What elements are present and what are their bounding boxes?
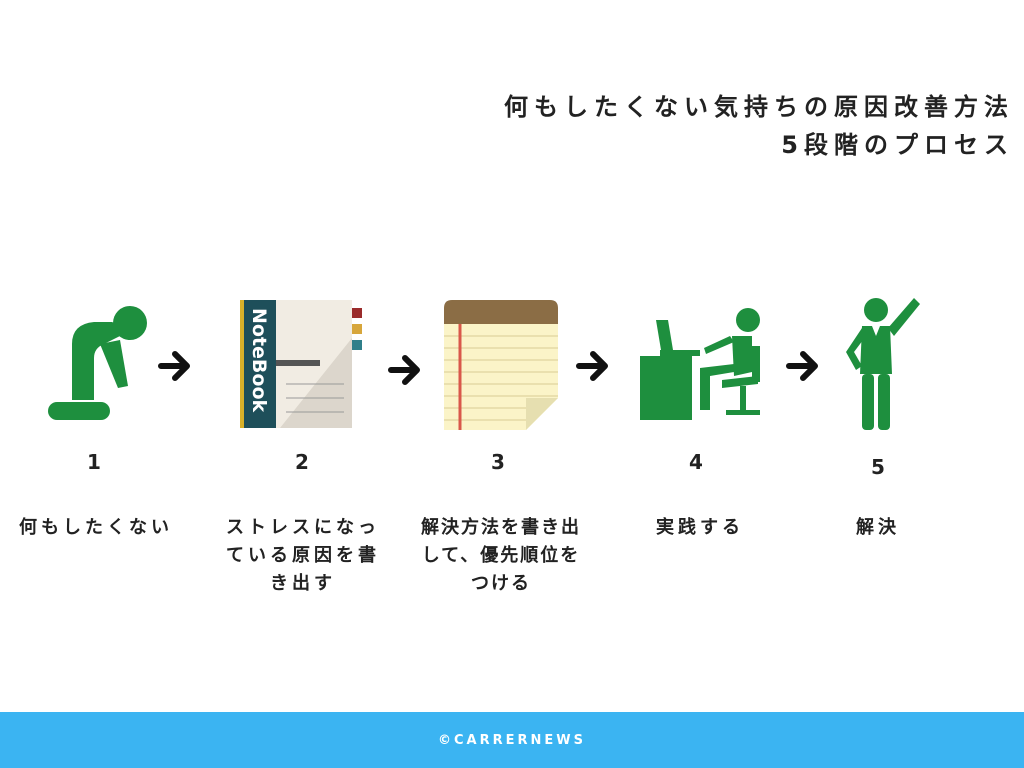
kneeling-person-icon — [48, 306, 147, 420]
step-number-5: 5 — [871, 455, 885, 479]
step-number-4: 4 — [689, 450, 703, 474]
step-number-2: 2 — [295, 450, 309, 474]
notepad-icon — [444, 300, 558, 430]
title-line-1: 何もしたくない気持ちの原因改善方法 — [504, 93, 1014, 121]
arrow-icon — [158, 351, 190, 381]
footer-bar: ©CARRERNEWS — [0, 712, 1024, 768]
arrow-icon — [388, 355, 420, 385]
notebook-cover-text: NoteBook — [248, 308, 270, 413]
step-number-3: 3 — [491, 450, 505, 474]
step-label-4: 実践する — [656, 517, 744, 538]
person-at-desk-icon — [640, 308, 760, 420]
page-title: 何もしたくない気持ちの原因改善方法 5段階のプロセス — [504, 88, 1014, 164]
title-line-2: 5段階のプロセス — [781, 131, 1014, 159]
step-label-5: 解決 — [856, 517, 900, 538]
arrow-icon — [786, 351, 818, 381]
step-label-2: ストレスになっ ている原因を書 き出す — [226, 517, 380, 594]
victory-person-icon — [846, 298, 920, 430]
arrow-icon — [576, 351, 608, 381]
notebook-icon: NoteBook — [240, 300, 362, 428]
step-label-1: 何もしたくない — [19, 517, 173, 538]
step-label-3: 解決方法を書き出 して、優先順位を つける — [421, 517, 581, 594]
copyright-text: ©CARRERNEWS — [438, 732, 586, 748]
step-number-1: 1 — [87, 450, 101, 474]
